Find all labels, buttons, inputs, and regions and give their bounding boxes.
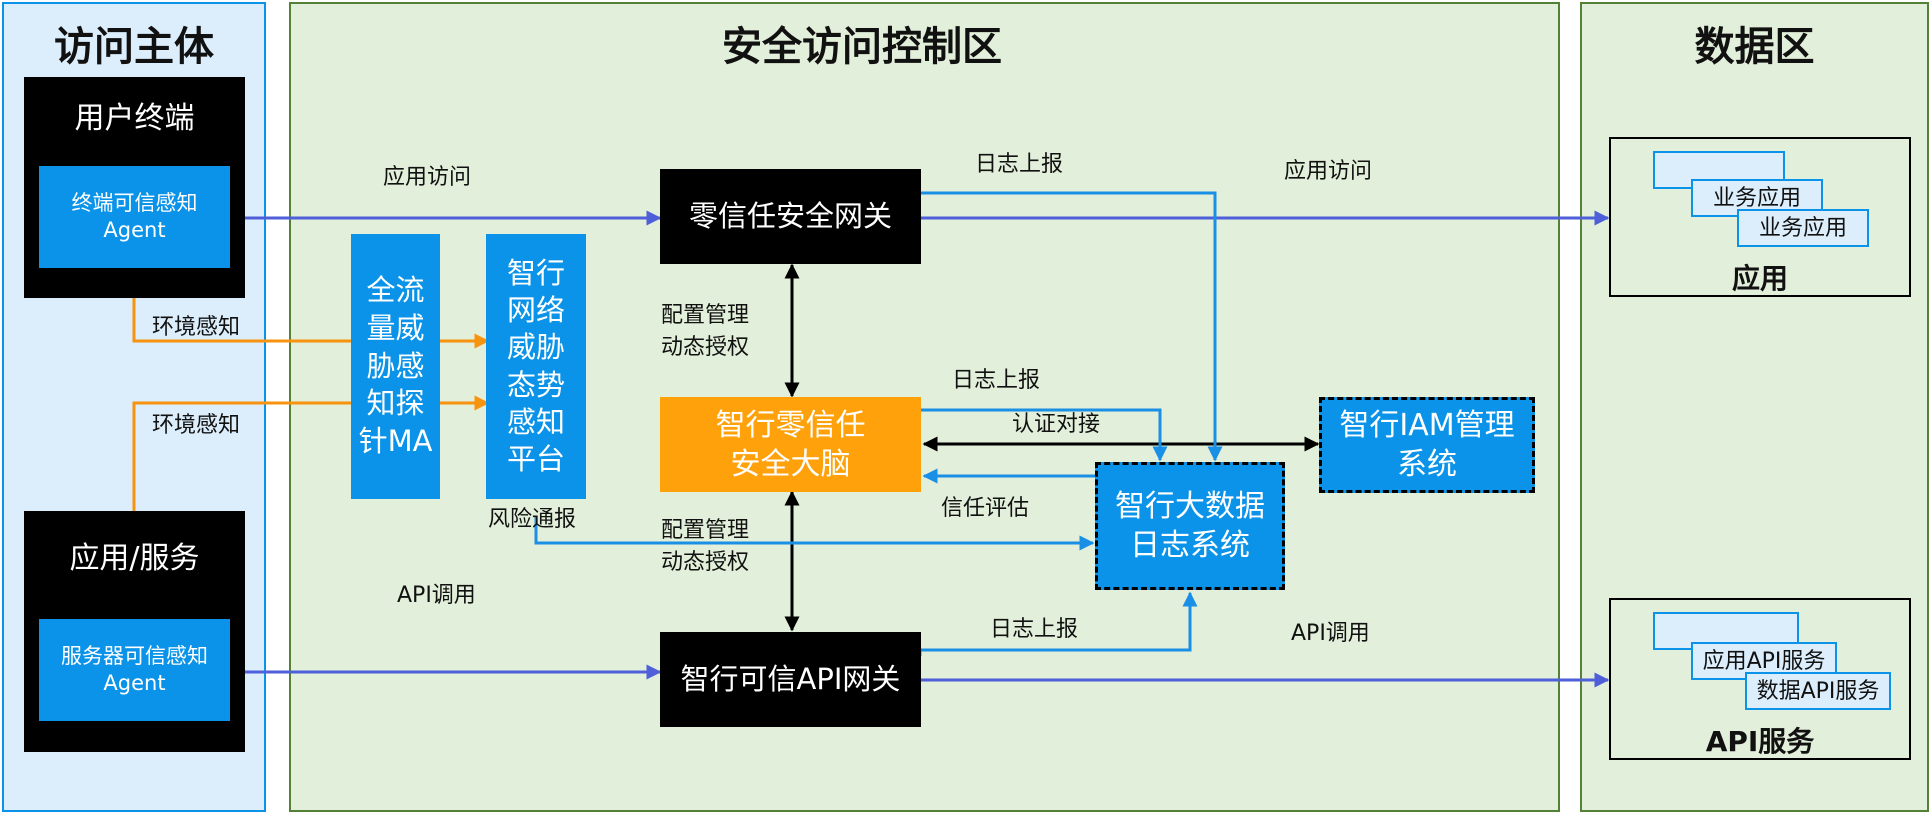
data-zone-title: 数据区 [1694, 24, 1815, 70]
probe-line5: 针MA [358, 424, 433, 459]
server-agent-line2: Agent [103, 671, 166, 695]
bigdata-line2: 日志系统 [1130, 528, 1250, 563]
platform-line5: 感知 [506, 404, 565, 439]
label-log-report-3: 日志上报 [990, 617, 1079, 642]
subject-zone-title: 访问主体 [54, 24, 214, 70]
iam-system-node: 智行IAM管理 系统 [1319, 397, 1535, 493]
control-zone-title: 安全访问控制区 [722, 24, 1002, 70]
apps-caption: 应用 [1731, 262, 1788, 295]
iam-line2: 系统 [1397, 447, 1457, 482]
platform-line2: 网络 [506, 293, 565, 328]
brain-line1: 智行零信任 [715, 407, 866, 443]
api-services-caption: API服务 [1705, 725, 1815, 758]
user-terminal-node: 用户终端 终端可信感知 Agent [24, 77, 245, 298]
label-api-call-left: API调用 [397, 583, 476, 608]
label-config-2-line2: 动态授权 [661, 549, 750, 575]
label-config-1-line2: 动态授权 [661, 334, 750, 360]
label-trust-eval: 信任评估 [941, 496, 1030, 521]
apps-panel: 业务应用 业务应用 应用 [1609, 137, 1911, 297]
label-config-2-line1: 配置管理 [661, 518, 750, 543]
terminal-agent-line1: 终端可信感知 [71, 190, 198, 215]
platform-line1: 智行 [506, 256, 565, 291]
terminal-agent-line2: Agent [103, 218, 166, 242]
app-service-title: 应用/服务 [69, 541, 200, 576]
flow-log-zt-gateway [920, 191, 1223, 462]
terminal-agent-box: 终端可信感知 Agent [39, 166, 230, 268]
platform-line4: 态势 [506, 367, 565, 402]
label-risk-report: 风险通报 [488, 507, 577, 532]
probe-line1: 全流 [366, 273, 425, 308]
api-card-2-label: 数据API服务 [1756, 679, 1880, 704]
label-env-sense-1: 环境感知 [152, 315, 241, 340]
label-env-sense-2: 环境感知 [152, 413, 241, 438]
label-config-1-line1: 配置管理 [661, 303, 750, 328]
server-agent-box: 服务器可信感知 Agent [39, 619, 230, 721]
security-brain-node: 智行零信任 安全大脑 [660, 397, 921, 492]
flow-risk-report [534, 516, 1095, 551]
label-api-call-right: API调用 [1291, 621, 1370, 646]
platform-line6: 平台 [506, 441, 565, 476]
bigdata-log-node: 智行大数据 日志系统 [1095, 462, 1285, 590]
probe-line4: 知探 [366, 386, 425, 421]
app-service-node: 应用/服务 服务器可信感知 Agent [24, 511, 245, 752]
label-config-2: 配置管理 动态授权 [661, 515, 749, 579]
zero-trust-gateway-node: 零信任安全网关 [660, 169, 921, 264]
platform-line3: 威胁 [506, 330, 565, 365]
label-app-access-right: 应用访问 [1284, 159, 1373, 184]
api-gateway-node: 智行可信API网关 [660, 632, 921, 727]
api-services-panel: 应用API服务 数据API服务 API服务 [1609, 598, 1911, 760]
server-agent-line1: 服务器可信感知 [61, 643, 208, 668]
probe-line2: 量威 [366, 310, 425, 345]
flow-log-brain [920, 408, 1168, 462]
app-card-2: 业务应用 [1737, 209, 1869, 247]
traffic-probe-node: 全流 量威 胁感 知探 针MA [351, 234, 440, 499]
app-card-1-label: 业务应用 [1712, 186, 1801, 211]
brain-line2: 安全大脑 [730, 446, 851, 482]
app-card-2-label: 业务应用 [1758, 216, 1847, 241]
api-card-2: 数据API服务 [1745, 672, 1891, 710]
label-auth-dock: 认证对接 [1012, 412, 1101, 437]
api-card-1-label: 应用API服务 [1702, 649, 1826, 674]
probe-line3: 胁感 [366, 348, 425, 383]
label-log-report-1: 日志上报 [975, 152, 1064, 177]
threat-platform-node: 智行 网络 威胁 态势 感知 平台 [486, 234, 586, 499]
label-log-report-2: 日志上报 [952, 368, 1041, 393]
iam-line1: 智行IAM管理 [1339, 408, 1515, 443]
label-config-1: 配置管理 动态授权 [661, 300, 749, 364]
bigdata-line1: 智行大数据 [1115, 489, 1265, 524]
user-terminal-title: 用户终端 [74, 101, 195, 136]
label-app-access-left: 应用访问 [383, 165, 472, 190]
